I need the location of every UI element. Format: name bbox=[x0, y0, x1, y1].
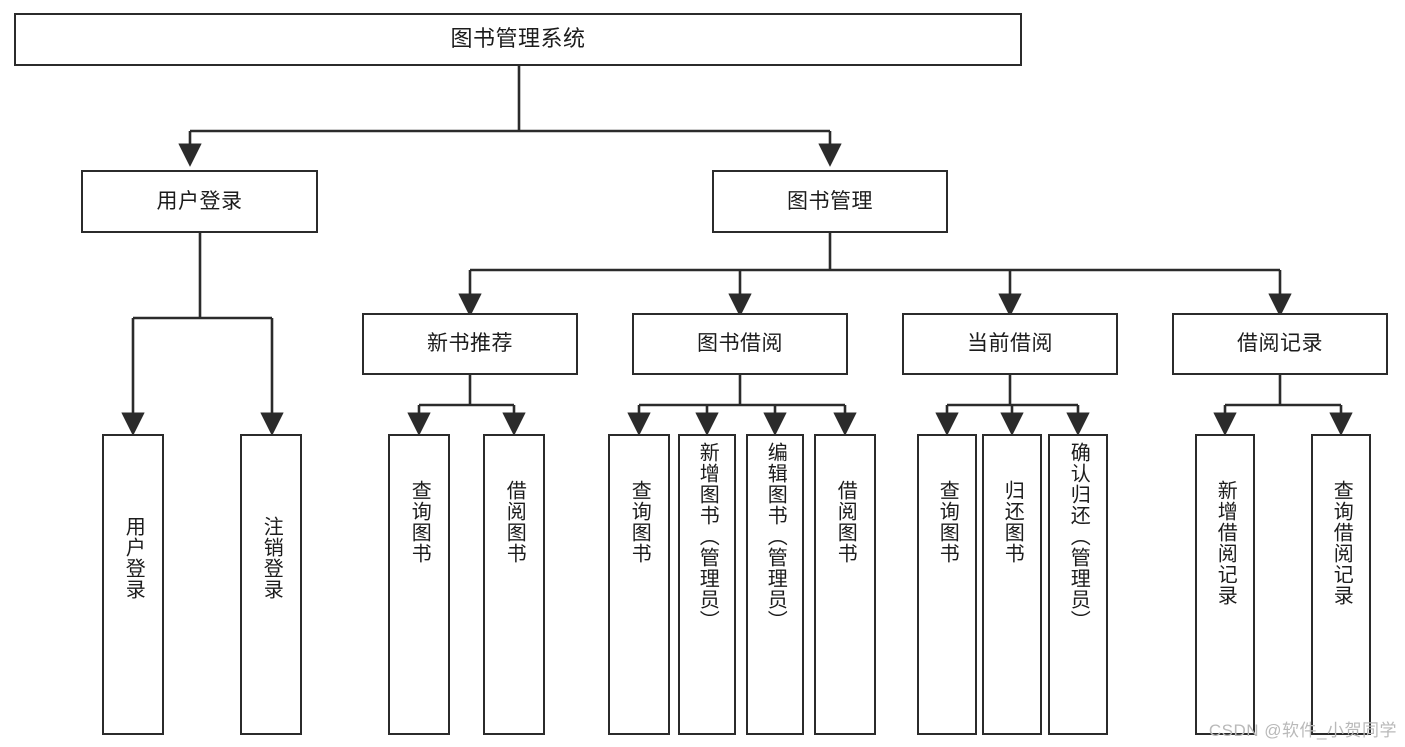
node-label: 查询图书 bbox=[408, 480, 431, 564]
node-label: 查询图书 bbox=[936, 480, 959, 564]
leaf-add-book-admin[interactable]: 新增图书（管理员） bbox=[678, 434, 736, 735]
leaf-add-borrow-record[interactable]: 新增借阅记录 bbox=[1195, 434, 1255, 735]
node-label: 查询图书 bbox=[628, 480, 651, 564]
leaf-return-book[interactable]: 归还图书 bbox=[982, 434, 1042, 735]
node-label: 归还图书 bbox=[1001, 480, 1024, 564]
node-label: 借阅记录 bbox=[1237, 332, 1323, 356]
leaf-borrow-book[interactable]: 借阅图书 bbox=[814, 434, 876, 735]
node-book-manage[interactable]: 图书管理 bbox=[712, 170, 948, 233]
node-label: 图书借阅 bbox=[697, 332, 783, 356]
leaf-query-borrow-record[interactable]: 查询借阅记录 bbox=[1311, 434, 1371, 735]
node-new-book-recommend[interactable]: 新书推荐 bbox=[362, 313, 578, 375]
node-label: 借阅图书 bbox=[503, 480, 526, 564]
node-label: 注销登录 bbox=[260, 516, 283, 600]
node-label: 新书推荐 bbox=[427, 332, 513, 356]
leaf-borrow-book-recommend[interactable]: 借阅图书 bbox=[483, 434, 545, 735]
watermark: CSDN @软件_小贺同学 bbox=[1208, 721, 1397, 740]
node-borrow-record[interactable]: 借阅记录 bbox=[1172, 313, 1388, 375]
leaf-user-login[interactable]: 用户登录 bbox=[102, 434, 164, 735]
node-label: 当前借阅 bbox=[967, 332, 1053, 356]
leaf-query-book-current[interactable]: 查询图书 bbox=[917, 434, 977, 735]
node-root-book-management-system[interactable]: 图书管理系统 bbox=[14, 13, 1022, 66]
node-label: 图书管理 bbox=[787, 189, 873, 213]
node-label: 新增图书（管理员） bbox=[696, 442, 719, 631]
node-label: 确认归还（管理员） bbox=[1067, 442, 1090, 631]
node-label: 新增借阅记录 bbox=[1214, 480, 1237, 606]
node-label: 借阅图书 bbox=[834, 480, 857, 564]
node-label: 用户登录 bbox=[122, 516, 145, 600]
leaf-user-logout[interactable]: 注销登录 bbox=[240, 434, 302, 735]
leaf-query-book-borrow[interactable]: 查询图书 bbox=[608, 434, 670, 735]
node-label: 用户登录 bbox=[156, 189, 243, 213]
leaf-query-book-recommend[interactable]: 查询图书 bbox=[388, 434, 450, 735]
node-label: 图书管理系统 bbox=[450, 26, 586, 52]
node-label: 查询借阅记录 bbox=[1330, 480, 1353, 606]
node-current-borrow[interactable]: 当前借阅 bbox=[902, 313, 1118, 375]
leaf-confirm-return-admin[interactable]: 确认归还（管理员） bbox=[1048, 434, 1108, 735]
node-book-borrow[interactable]: 图书借阅 bbox=[632, 313, 848, 375]
leaf-edit-book-admin[interactable]: 编辑图书（管理员） bbox=[746, 434, 804, 735]
node-label: 编辑图书（管理员） bbox=[764, 442, 787, 631]
node-user-login[interactable]: 用户登录 bbox=[81, 170, 318, 233]
